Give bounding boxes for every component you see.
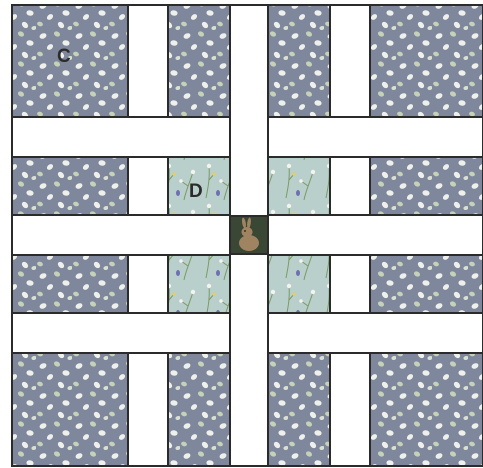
floral-print-square-r2-c2 bbox=[268, 255, 330, 313]
sashing-vertical bbox=[330, 255, 370, 313]
sashing-horizontal bbox=[12, 313, 230, 353]
sashing-horizontal bbox=[268, 313, 483, 353]
piece-label-d: D bbox=[189, 181, 203, 202]
floral-print-square-r1-c2 bbox=[268, 157, 330, 215]
grey-print-square-r0-c3 bbox=[370, 5, 483, 117]
sashing-center-vertical bbox=[230, 5, 268, 216]
sashing-vertical bbox=[128, 353, 168, 466]
sashing-horizontal bbox=[268, 117, 483, 157]
grey-print-square-r3-c0 bbox=[12, 353, 128, 466]
sashing-center-vertical bbox=[230, 254, 268, 466]
grey-print-square-r3-c2 bbox=[268, 353, 330, 466]
sashing-vertical bbox=[128, 255, 168, 313]
grey-print-square-r2-c0 bbox=[12, 255, 128, 313]
grey-print-square-r0-c2 bbox=[268, 5, 330, 117]
sashing-vertical bbox=[128, 157, 168, 215]
sashing-horizontal bbox=[12, 117, 230, 157]
sashing-vertical bbox=[330, 5, 370, 117]
piece-label-c: C bbox=[57, 46, 71, 67]
grey-print-square-r3-c3 bbox=[370, 353, 483, 466]
sashing-center-horizontal bbox=[12, 215, 230, 255]
floral-print-square-r2-c1 bbox=[168, 255, 230, 313]
sashing-vertical bbox=[330, 353, 370, 466]
grey-print-square-r1-c0 bbox=[12, 157, 128, 215]
grey-print-square-r0-c1 bbox=[168, 5, 230, 117]
grey-print-square-r2-c3 bbox=[370, 255, 483, 313]
grey-print-square-r3-c1 bbox=[168, 353, 230, 466]
sashing-vertical bbox=[330, 157, 370, 215]
center-rabbit-square bbox=[230, 216, 268, 254]
sashing-center-horizontal bbox=[268, 215, 483, 255]
grey-print-square-r1-c3 bbox=[370, 157, 483, 215]
sashing-vertical bbox=[128, 5, 168, 117]
